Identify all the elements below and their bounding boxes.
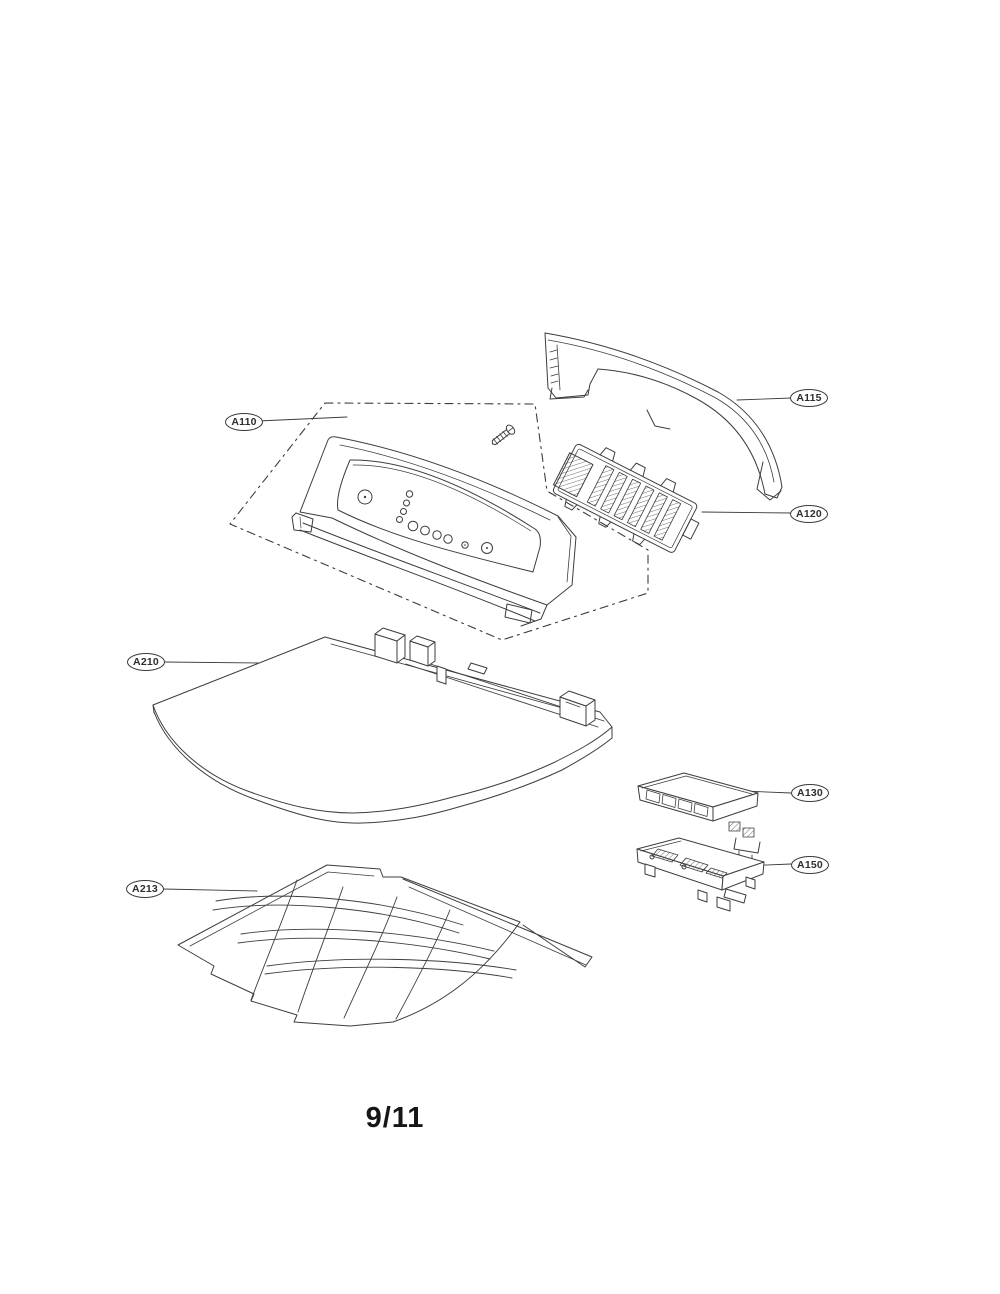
part-callout-a110: A110 [225, 413, 263, 431]
pcb-cover-drawing [637, 772, 761, 862]
part-callout-a150: A150 [791, 856, 829, 874]
screw-icon [491, 424, 516, 446]
pcb-holder-drawing [636, 837, 765, 912]
page-number: 9/11 [365, 1102, 425, 1134]
part-callout-a130: A130 [791, 784, 829, 802]
support-bracket-drawing [544, 332, 783, 501]
assembly-boundary-dashed [229, 402, 649, 641]
ribbed-cover-drawing [177, 864, 593, 1027]
part-callout-a120: A120 [790, 505, 828, 523]
main-pcb-drawing [552, 443, 700, 553]
part-callout-a210: A210 [127, 653, 165, 671]
part-callout-a213: A213 [126, 880, 164, 898]
part-callout-a115: A115 [790, 389, 828, 407]
top-plate-drawing [152, 627, 613, 824]
control-panel-drawing [291, 436, 577, 627]
